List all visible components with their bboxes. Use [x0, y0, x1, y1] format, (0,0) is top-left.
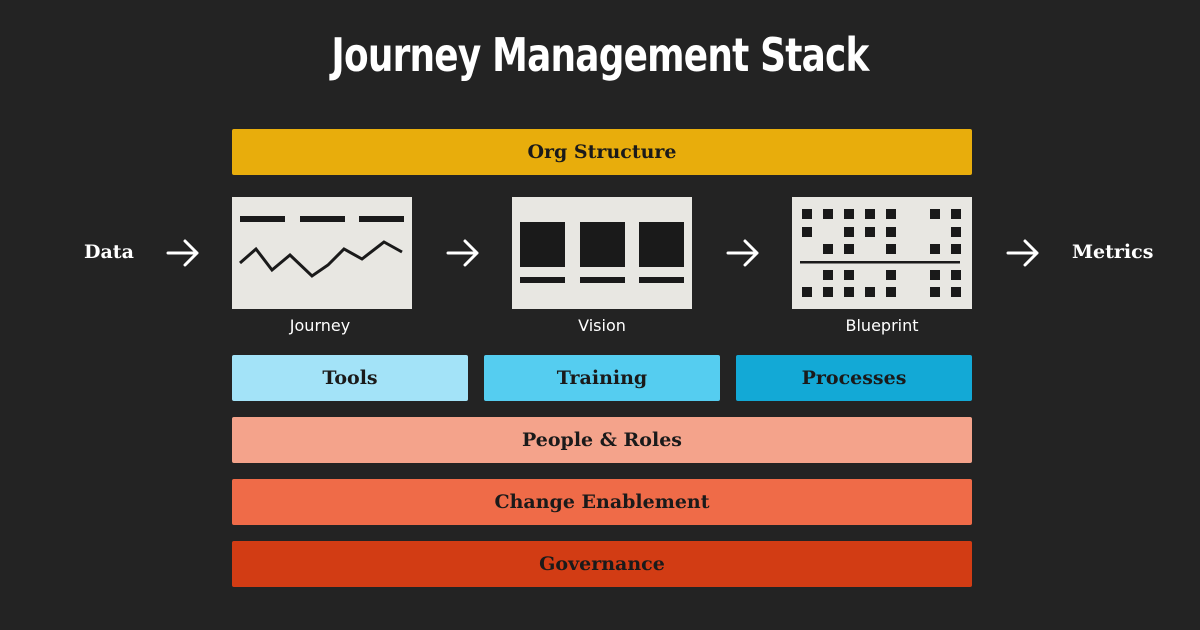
vision-storyboard-icon: [520, 222, 684, 283]
governance-label: Governance: [539, 553, 665, 575]
data-label: Data: [84, 241, 134, 263]
blueprint-cell: [930, 209, 940, 219]
blueprint-cell: [886, 209, 896, 219]
org-structure-bar: Org Structure: [232, 129, 972, 175]
metrics-label: Metrics: [1072, 241, 1154, 263]
processes-label: Processes: [801, 367, 907, 389]
journey-line-chart-icon: [239, 216, 404, 278]
blueprint-cell: [886, 287, 896, 297]
blueprint-cell: [930, 287, 940, 297]
arrow-right-icon: [1006, 239, 1039, 267]
blueprint-panel: [792, 197, 972, 309]
tools-label: Tools: [322, 367, 378, 389]
blueprint-cell: [865, 287, 875, 297]
org-structure-label: Org Structure: [527, 141, 677, 163]
vision-panel: [512, 197, 692, 309]
blueprint-cell: [951, 287, 961, 297]
journey-panel: [232, 197, 412, 309]
blueprint-grid-icon: [800, 209, 961, 297]
blueprint-cell: [886, 270, 896, 280]
change-enablement-bar: Change Enablement: [232, 479, 972, 525]
blueprint-cell: [823, 244, 833, 254]
blueprint-cell: [823, 209, 833, 219]
vision-caption: Vision: [578, 316, 626, 335]
arrow-right-icon: [446, 239, 479, 267]
blueprint-cell: [865, 227, 875, 237]
blueprint-cell: [886, 227, 896, 237]
training-bar: Training: [484, 355, 720, 401]
page-title: Journey Management Stack: [331, 28, 869, 82]
blueprint-cell: [844, 227, 854, 237]
blueprint-cell: [844, 244, 854, 254]
arrow-right-icon: [166, 239, 199, 267]
blueprint-cell: [844, 287, 854, 297]
blueprint-cell: [802, 227, 812, 237]
blueprint-cell: [865, 209, 875, 219]
training-label: Training: [556, 367, 648, 389]
blueprint-cell: [844, 270, 854, 280]
tools-bar: Tools: [232, 355, 468, 401]
blueprint-cell: [802, 209, 812, 219]
blueprint-cell: [951, 227, 961, 237]
blueprint-cell: [951, 244, 961, 254]
blueprint-cell: [951, 270, 961, 280]
blueprint-cell: [823, 270, 833, 280]
change-enablement-label: Change Enablement: [494, 491, 710, 513]
processes-bar: Processes: [736, 355, 972, 401]
blueprint-cell: [844, 209, 854, 219]
arrow-right-icon: [726, 239, 759, 267]
blueprint-cell: [886, 244, 896, 254]
blueprint-cell: [930, 244, 940, 254]
governance-bar: Governance: [232, 541, 972, 587]
blueprint-cell: [930, 270, 940, 280]
blueprint-caption: Blueprint: [845, 316, 919, 335]
blueprint-cell: [823, 287, 833, 297]
blueprint-cell: [802, 287, 812, 297]
journey-caption: Journey: [289, 316, 351, 335]
people-roles-label: People & Roles: [522, 429, 682, 451]
blueprint-cell: [951, 209, 961, 219]
people-roles-bar: People & Roles: [232, 417, 972, 463]
